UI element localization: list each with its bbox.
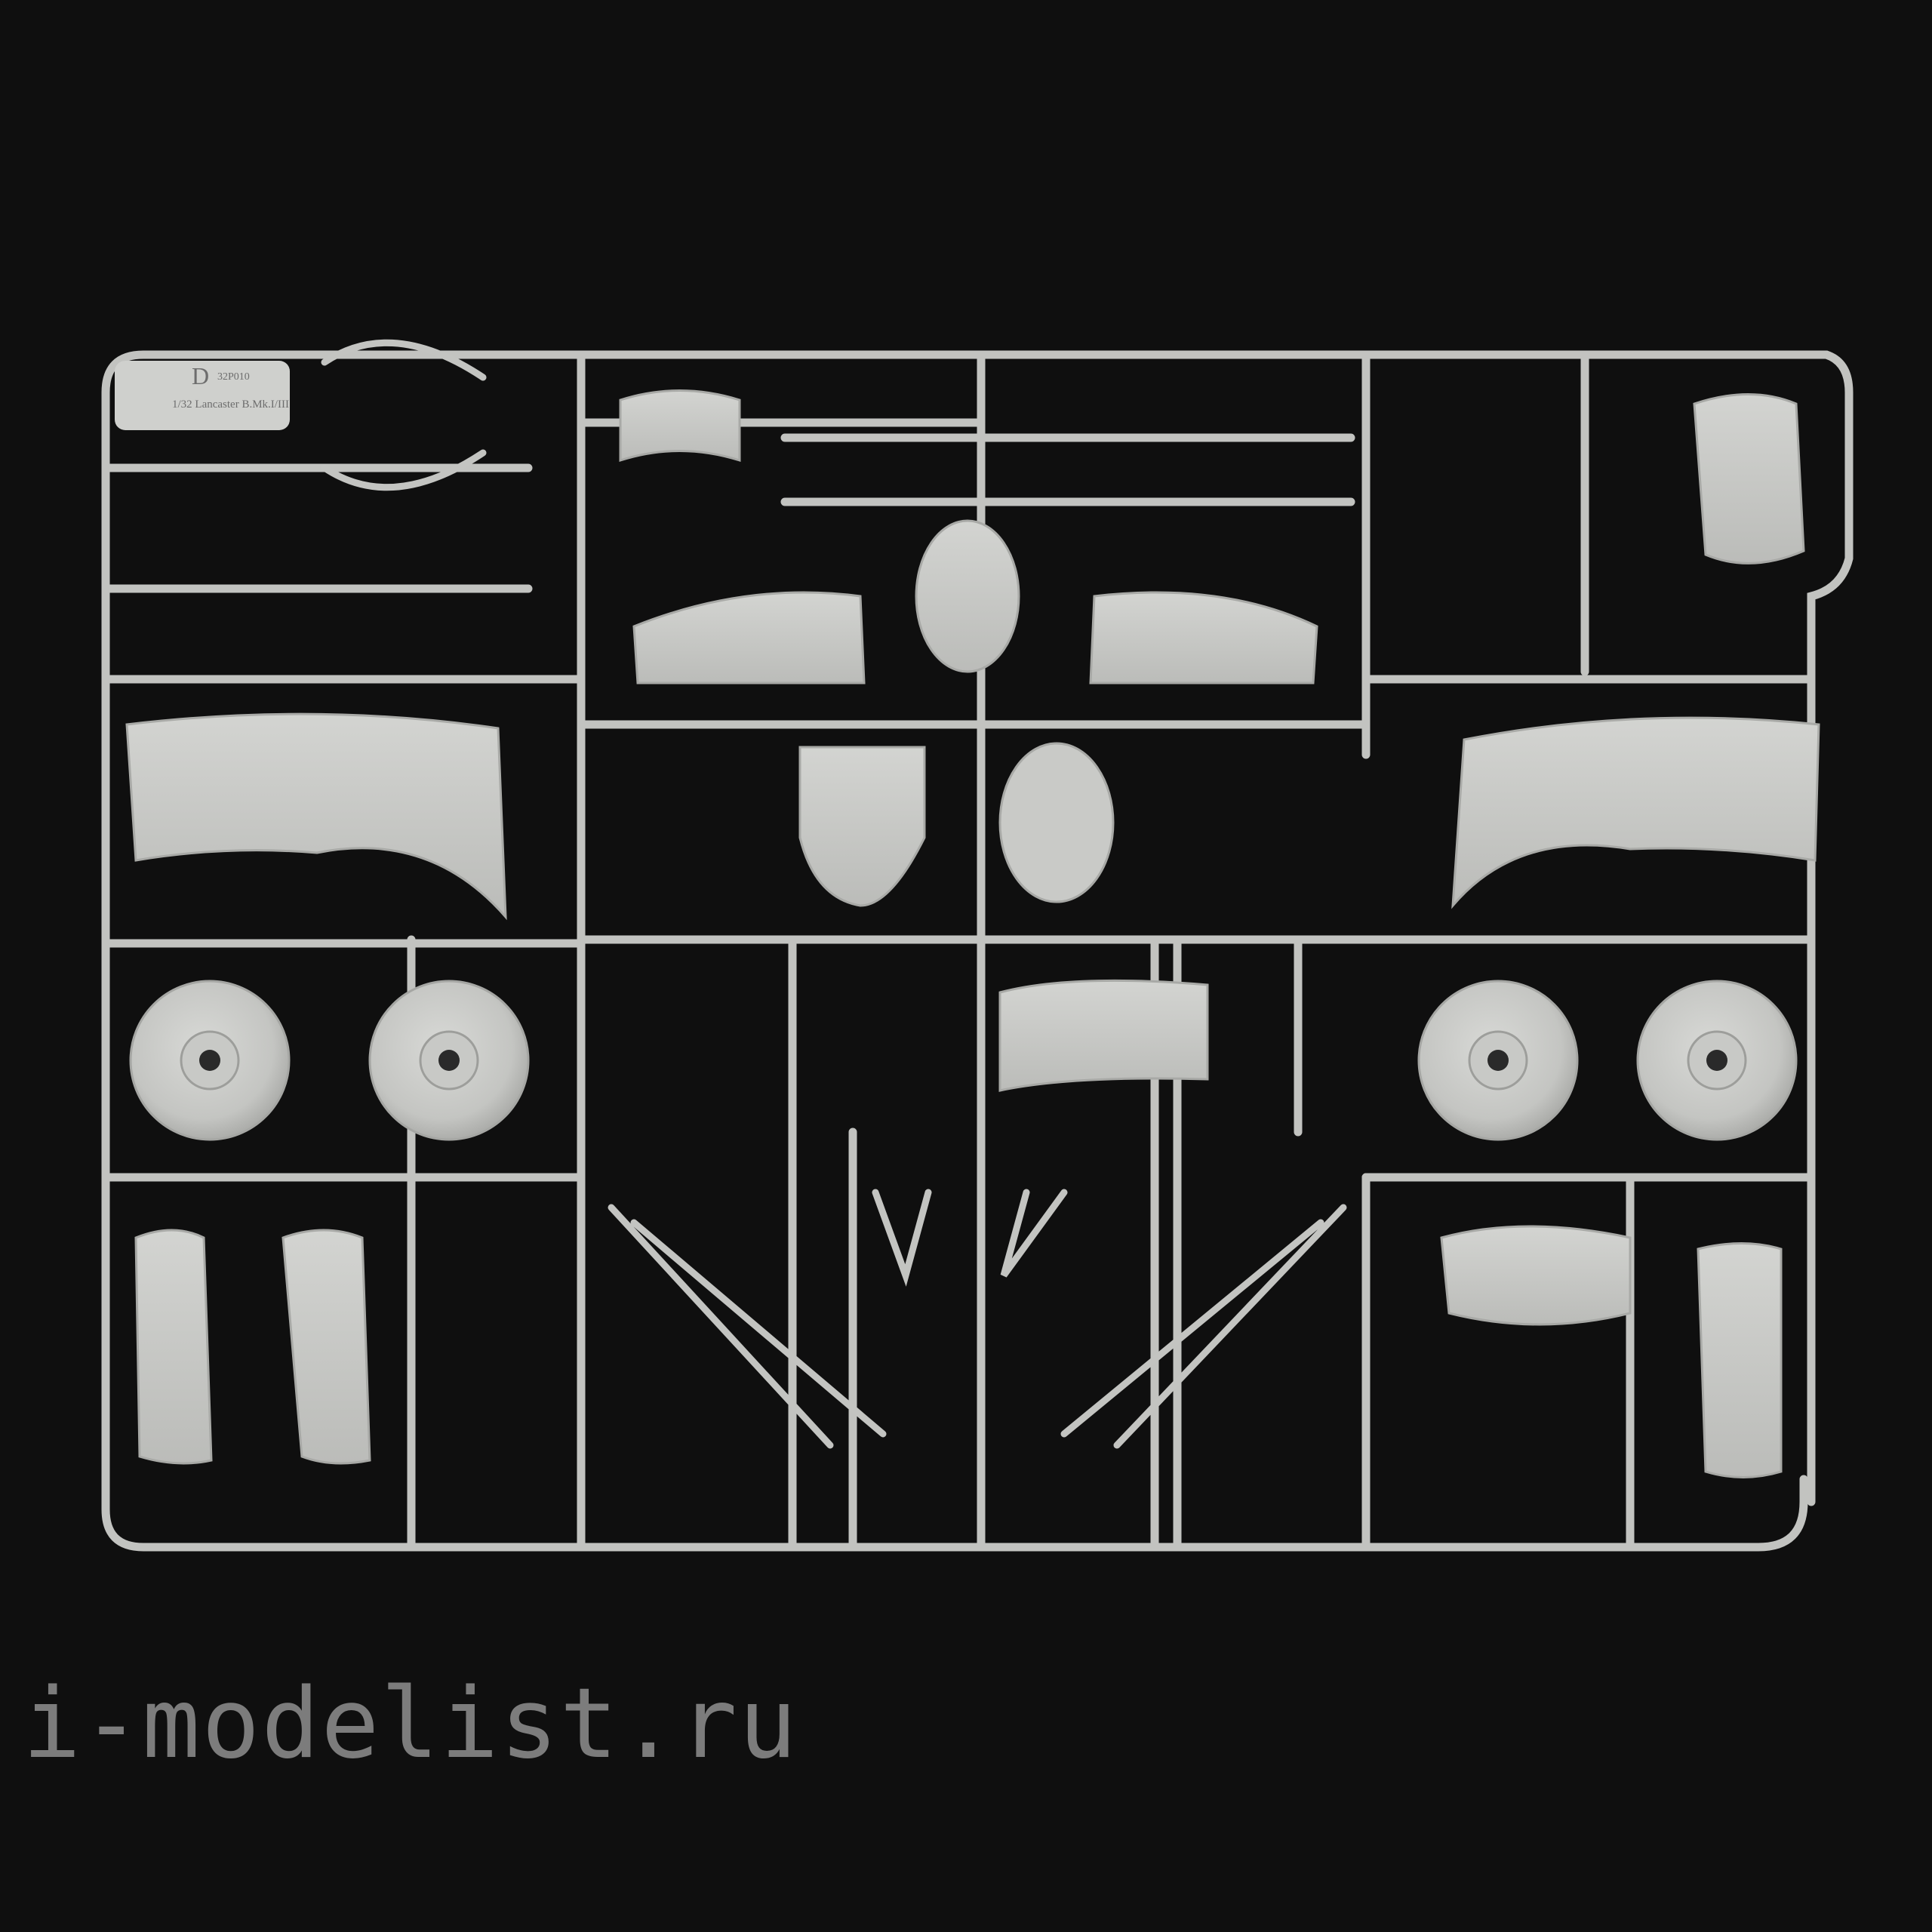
cowling-upper-right	[1693, 393, 1805, 565]
cowling-top-left	[632, 591, 866, 685]
bulkhead-center-right	[998, 742, 1115, 903]
nacelle-panel-left	[125, 712, 507, 921]
spinner-cone	[915, 519, 1020, 673]
wheel-4	[1636, 980, 1798, 1141]
engine-cowl-right	[1697, 1242, 1783, 1478]
bulkhead-center-left	[798, 746, 926, 907]
watermark-text: i-modelist.ru	[23, 1668, 798, 1780]
part-number-tag	[115, 361, 290, 430]
intake-fairing	[998, 979, 1209, 1092]
wheel-3	[1417, 980, 1579, 1141]
wheel-1	[129, 980, 291, 1141]
fairing-lower-right	[1440, 1225, 1632, 1326]
gear-door-2	[281, 1229, 371, 1465]
gear-door-1	[134, 1229, 213, 1465]
sprue-frame	[101, 350, 1854, 1552]
cowling-ring	[619, 389, 741, 463]
sprue-code: 32P010	[217, 371, 250, 383]
sprue-label: D 32P010 1/32 Lancaster B.Mk.I/III	[158, 355, 294, 430]
kit-title: 1/32 Lancaster B.Mk.I/III	[172, 398, 289, 411]
landing-gear-struts	[321, 339, 1347, 1449]
wheel-2	[368, 980, 530, 1141]
cowling-top-right	[1089, 591, 1318, 685]
nacelle-panel-right	[1451, 716, 1820, 909]
sprue-letter: D	[192, 362, 210, 389]
